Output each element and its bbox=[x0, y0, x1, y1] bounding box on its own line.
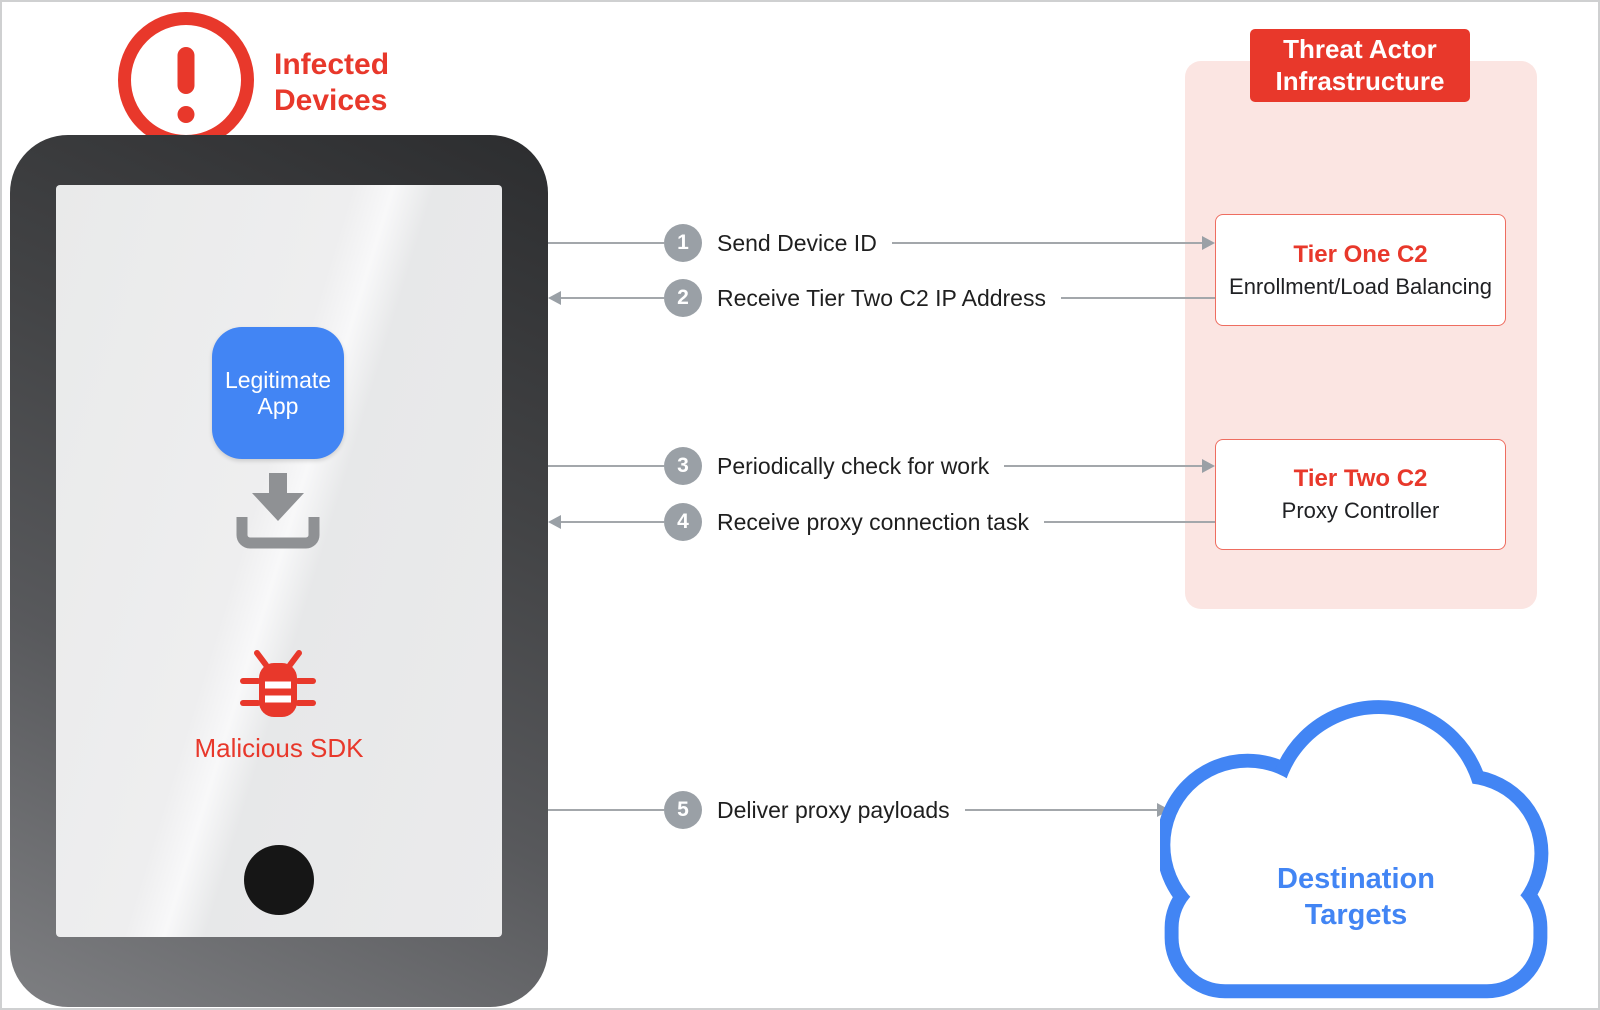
infected-devices-label: Infected Devices bbox=[274, 48, 390, 117]
arrowhead-left-icon bbox=[548, 291, 561, 305]
connector-line bbox=[1060, 297, 1215, 299]
connector-line bbox=[1043, 521, 1215, 523]
step-3-badge: 3 bbox=[664, 447, 702, 485]
download-icon bbox=[236, 473, 320, 549]
step-row-1: 1 Send Device ID bbox=[548, 224, 1215, 262]
threat-infrastructure-title: Threat Actor Infrastructure bbox=[1250, 29, 1470, 102]
tier-two-c2-box: Tier Two C2 Proxy Controller bbox=[1215, 439, 1506, 550]
step-row-5: 5 Deliver proxy payloads bbox=[548, 791, 1170, 829]
phone-screen: Legitimate App Malicious SDK bbox=[56, 185, 502, 937]
connector-line bbox=[561, 297, 664, 299]
home-button bbox=[244, 845, 314, 915]
step-5-badge: 5 bbox=[664, 791, 702, 829]
connector-line bbox=[548, 809, 664, 811]
warning-icon bbox=[118, 12, 254, 148]
cloud-icon bbox=[1160, 700, 1549, 999]
tier-one-c2-box: Tier One C2 Enrollment/Load Balancing bbox=[1215, 214, 1506, 326]
step-2-label: Receive Tier Two C2 IP Address bbox=[717, 284, 1046, 311]
connector-line bbox=[548, 465, 664, 467]
step-row-3: 3 Periodically check for work bbox=[548, 447, 1215, 485]
arrowhead-left-icon bbox=[548, 515, 561, 529]
tier-two-c2-subtitle: Proxy Controller bbox=[1281, 498, 1440, 523]
connector-line bbox=[964, 809, 1157, 811]
destination-cloud: Destination Targets bbox=[1160, 690, 1552, 1000]
infected-device-phone: Legitimate App Malicious SDK bbox=[10, 135, 548, 1007]
step-1-label: Send Device ID bbox=[717, 229, 877, 256]
destination-targets-label: Destination Targets bbox=[1277, 862, 1435, 931]
step-row-4: 4 Receive proxy connection task bbox=[548, 503, 1215, 541]
connector-line bbox=[1004, 465, 1202, 467]
legitimate-app-label: Legitimate App bbox=[224, 366, 332, 419]
step-2-badge: 2 bbox=[664, 279, 702, 317]
step-4-badge: 4 bbox=[664, 503, 702, 541]
legitimate-app-tile: Legitimate App bbox=[212, 327, 344, 459]
warning-exclamation-dot bbox=[177, 106, 195, 123]
malicious-sdk-label: Malicious SDK bbox=[194, 733, 364, 763]
tier-one-c2-title: Tier One C2 bbox=[1293, 240, 1428, 268]
arrowhead-right-icon bbox=[1202, 459, 1215, 473]
connector-line bbox=[561, 521, 664, 523]
connector-line bbox=[891, 242, 1202, 244]
connector-line bbox=[548, 242, 664, 244]
step-row-2: 2 Receive Tier Two C2 IP Address bbox=[548, 279, 1215, 317]
warning-exclamation-bar bbox=[177, 47, 195, 94]
malware-bug-icon bbox=[240, 650, 316, 717]
step-4-label: Receive proxy connection task bbox=[717, 508, 1029, 535]
step-3-label: Periodically check for work bbox=[717, 452, 990, 479]
step-1-badge: 1 bbox=[664, 224, 702, 262]
step-5-label: Deliver proxy payloads bbox=[717, 796, 950, 823]
tier-two-c2-title: Tier Two C2 bbox=[1293, 465, 1428, 492]
arrowhead-right-icon bbox=[1202, 236, 1215, 250]
tier-one-c2-subtitle: Enrollment/Load Balancing bbox=[1229, 273, 1492, 299]
